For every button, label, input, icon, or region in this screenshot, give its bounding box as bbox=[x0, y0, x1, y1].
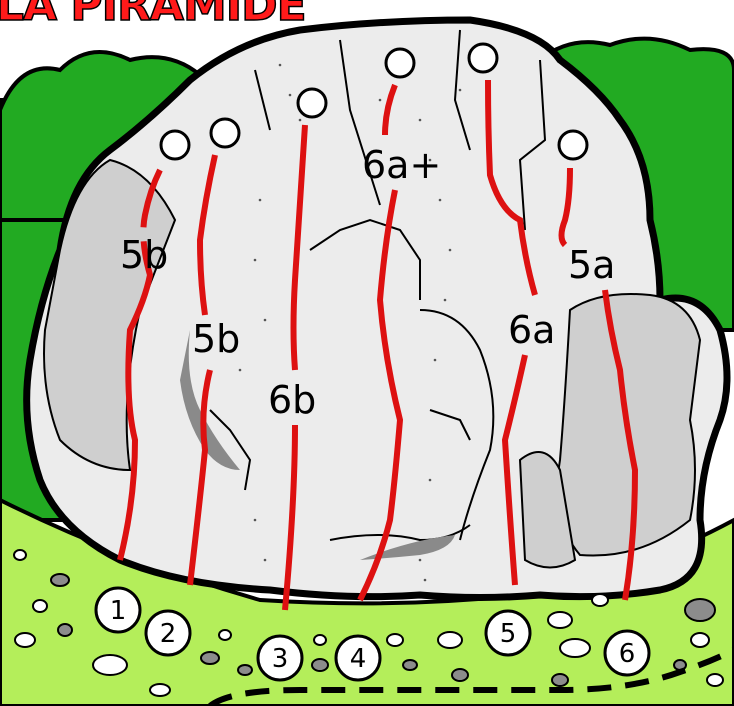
route-number-3: 3 bbox=[272, 644, 289, 674]
grade-label-4: 6a+ bbox=[362, 143, 441, 187]
route-marker-1: 1 bbox=[96, 588, 140, 632]
route-number-5: 5 bbox=[500, 619, 517, 649]
anchor-icon bbox=[211, 119, 239, 147]
route-number-4: 4 bbox=[350, 644, 367, 674]
grade-label-6: 5a bbox=[568, 243, 615, 287]
route-number-2: 2 bbox=[160, 619, 177, 649]
route-number-6: 6 bbox=[619, 639, 636, 669]
anchor-icon bbox=[161, 131, 189, 159]
grade-label-5: 6a bbox=[508, 308, 555, 352]
anchor-icon bbox=[386, 49, 414, 77]
grade-label-2: 5b bbox=[192, 317, 240, 361]
topo-title: LA PIRAMIDE bbox=[0, 0, 306, 31]
anchor-icon bbox=[559, 131, 587, 159]
route-marker-5: 5 bbox=[486, 611, 530, 655]
anchor-icon bbox=[469, 44, 497, 72]
route-marker-2: 2 bbox=[146, 611, 190, 655]
route-marker-6: 6 bbox=[605, 631, 649, 675]
route-marker-4: 4 bbox=[336, 636, 380, 680]
route-marker-3: 3 bbox=[258, 636, 302, 680]
route-number-1: 1 bbox=[110, 596, 127, 626]
anchor-icon bbox=[298, 89, 326, 117]
grade-label-3: 6b bbox=[268, 378, 316, 422]
grade-label-1: 5b bbox=[120, 233, 168, 277]
